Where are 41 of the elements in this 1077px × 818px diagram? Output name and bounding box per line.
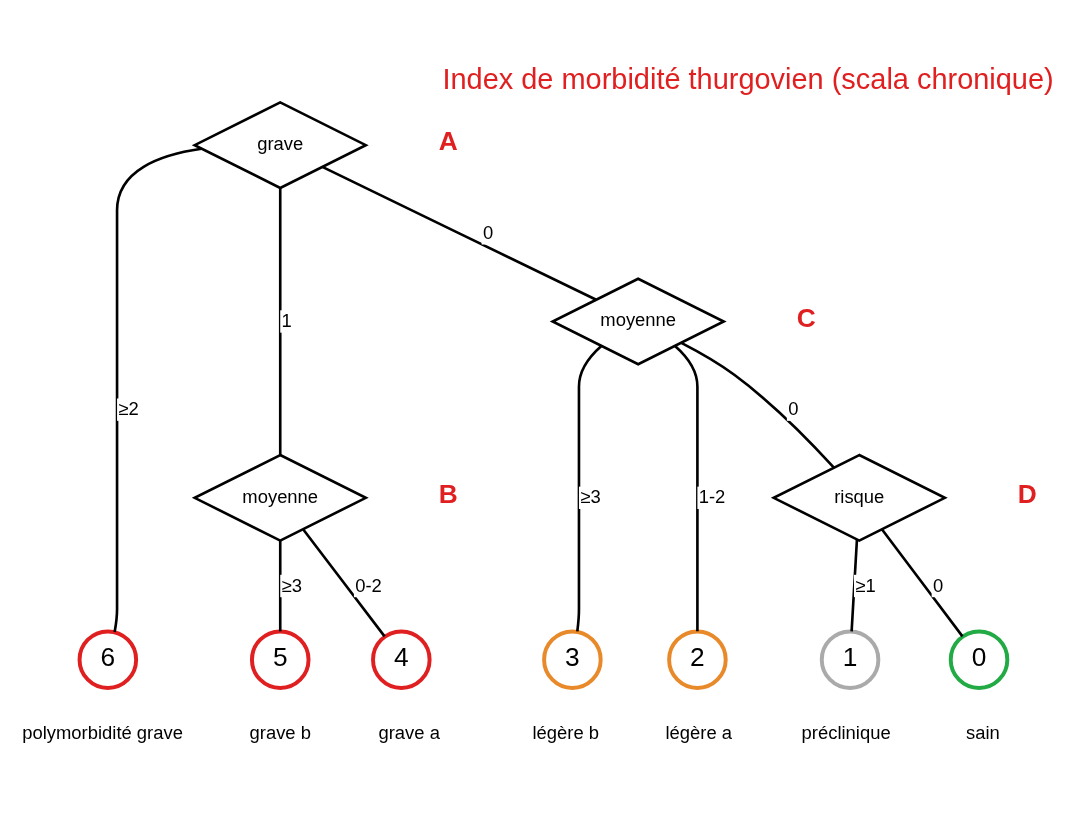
edge-label: 0 <box>788 398 799 420</box>
node-diamond: moyenne <box>191 453 369 543</box>
node-circle: 2 <box>667 629 728 690</box>
edge-label: ≥2 <box>118 398 139 420</box>
edge-label: ≥3 <box>281 574 302 596</box>
edge-label: 0-2 <box>355 574 382 596</box>
connector <box>674 345 699 632</box>
node-label: grave b <box>249 721 311 743</box>
node-circle: 3 <box>542 629 603 690</box>
edge-label: 0 <box>932 574 944 596</box>
node-label: B <box>438 479 458 510</box>
connector <box>680 341 835 469</box>
connector <box>850 539 859 632</box>
node-diamond: grave <box>191 100 369 190</box>
edge-label: 1-2 <box>698 486 726 508</box>
node-circle: 1 <box>819 629 881 690</box>
node-circle: 4 <box>371 629 432 690</box>
edge-label: ≥1 <box>855 574 876 596</box>
node-label: préclinique <box>801 721 891 743</box>
connector <box>278 541 282 632</box>
node-diamond: risque <box>770 453 948 543</box>
node-circle: 6 <box>77 629 139 690</box>
node-label: polymorbidité grave <box>22 721 183 743</box>
node-label: D <box>1017 479 1037 510</box>
connector <box>881 528 964 638</box>
connector <box>113 147 202 633</box>
node-label: légère a <box>665 721 732 743</box>
node-label: A <box>438 126 458 157</box>
connector <box>278 188 282 455</box>
node-diamond: moyenne <box>549 277 727 366</box>
connector <box>321 165 597 301</box>
node-label: légère b <box>532 721 600 743</box>
edge-label: 0 <box>482 221 494 243</box>
node-label: sain <box>966 721 1000 743</box>
node-label: grave a <box>378 721 440 743</box>
diagram-title: Index de morbidité thurgovien (scala chronique) <box>442 62 1054 95</box>
node-circle: 5 <box>249 629 311 690</box>
node-circle: 0 <box>948 629 1010 690</box>
edge-label: 1 <box>281 310 292 332</box>
edge-label: ≥3 <box>580 486 601 508</box>
node-label: C <box>796 302 816 333</box>
